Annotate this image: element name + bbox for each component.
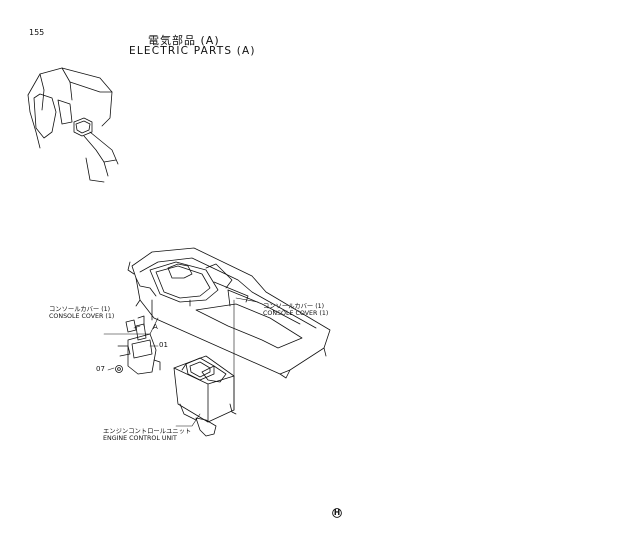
- callout-label-en: CONSOLE COVER (1): [263, 310, 329, 318]
- logo-letter: H: [333, 508, 341, 517]
- callout-console-cover-left: コンソールカバー (1) CONSOLE COVER (1): [49, 306, 114, 321]
- ref-number-01: 01: [159, 341, 168, 349]
- manufacturer-logo: H: [332, 508, 342, 518]
- ref-mark-a: A: [153, 323, 158, 331]
- callout-label-jp: コンソールカバー (1): [263, 303, 325, 310]
- callout-engine-control-unit: エンジンコントロールユニット ENGINE CONTROL UNIT: [103, 428, 191, 443]
- callout-console-cover-right: コンソールカバー (1) CONSOLE COVER (1): [263, 303, 328, 318]
- logo-circle: [332, 508, 342, 518]
- page-title-japanese: 電気部品 (A): [148, 34, 220, 47]
- ref-number-07: 07: [96, 365, 105, 373]
- cab-overview-illustration: [27, 67, 119, 183]
- engine-control-unit-drawing: [173, 355, 237, 437]
- console-cover-drawing: [127, 247, 331, 379]
- page-number: 155: [29, 28, 45, 37]
- page-title: ELECTRIC PARTS (A): [129, 45, 256, 57]
- key-switch-drawing: [115, 315, 161, 375]
- callout-label-en: ENGINE CONTROL UNIT: [103, 435, 177, 443]
- callout-label-jp: コンソールカバー (1): [49, 306, 111, 313]
- callout-label-en: CONSOLE COVER (1): [49, 313, 115, 321]
- callout-label-jp: エンジンコントロールユニット: [103, 428, 192, 435]
